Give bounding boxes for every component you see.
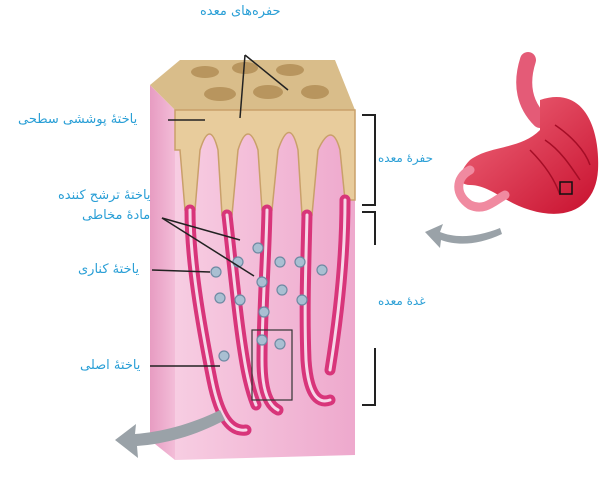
- label-parietal-cell: یاختهٔ کناری: [78, 262, 139, 278]
- parietal-cell-dot: [277, 285, 287, 295]
- pit-opening: [204, 87, 236, 101]
- pit-opening: [191, 66, 219, 78]
- gastric-pit-bracket-line: [362, 115, 375, 205]
- label-gastric-gland-bracket: غدهٔ معده: [378, 293, 425, 309]
- block-left-side: [150, 85, 175, 460]
- label-mucus-secreting-cell: یاختهٔ ترشح کننده: [58, 188, 151, 204]
- parietal-cell-dot: [215, 293, 225, 303]
- chief-cell-dot: [275, 339, 285, 349]
- gastric-gland-bracket-line: [362, 212, 375, 245]
- parietal-cell-dot: [317, 265, 327, 275]
- parietal-cell-dot: [297, 295, 307, 305]
- pit-opening: [301, 85, 329, 99]
- parietal-cell-dot: [235, 295, 245, 305]
- pit-opening: [253, 85, 283, 99]
- chief-cell-dot: [219, 351, 229, 361]
- pit-opening: [276, 64, 304, 76]
- gastric-gland-bracket-line-lower: [362, 348, 375, 405]
- label-gastric-pits: حفره‌های معده: [200, 4, 281, 20]
- label-chief-cell: یاختهٔ اصلی: [80, 358, 140, 374]
- label-gastric-pit-bracket: حفرهٔ معده: [378, 150, 433, 166]
- parietal-cell-dot: [275, 257, 285, 267]
- parietal-cell-dot: [295, 257, 305, 267]
- arrow-from-stomach: [425, 224, 502, 248]
- esophagus: [524, 60, 540, 120]
- parietal-cell-dot: [257, 277, 267, 287]
- parietal-cell-dot: [259, 307, 269, 317]
- chief-cell-dot: [257, 335, 267, 345]
- parietal-cell-dot: [211, 267, 221, 277]
- label-mucus-secreting-cell-line2: مادهٔ مخاطی: [82, 208, 150, 224]
- brackets: [362, 115, 375, 405]
- label-surface-epithelial-cell: یاختهٔ پوششی سطحی: [18, 112, 137, 128]
- parietal-cell-dot: [253, 243, 263, 253]
- stomach-illustration: [459, 60, 598, 214]
